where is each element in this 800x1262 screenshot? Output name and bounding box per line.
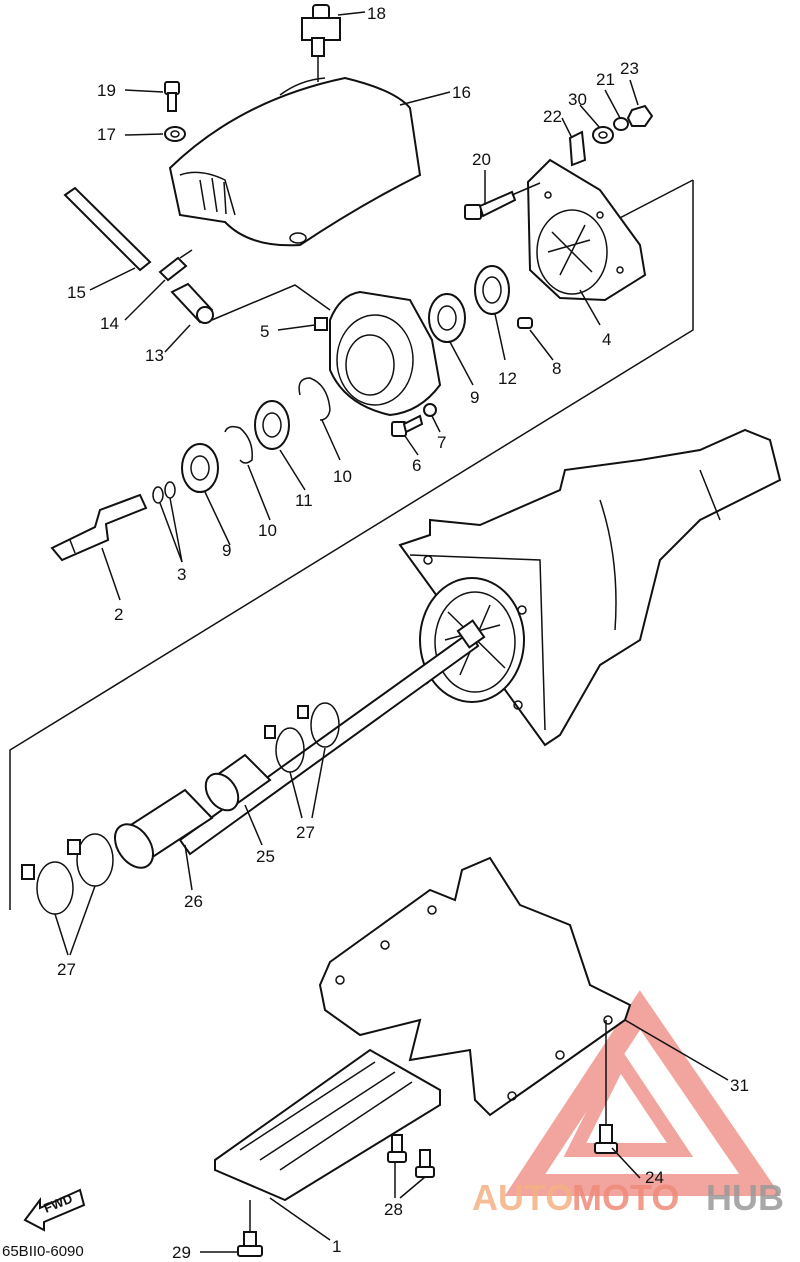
fwd-arrow-icon: FWD [23,1188,86,1232]
callout-22: 22 [543,107,562,126]
callout-27-right: 27 [296,823,315,842]
part-10-circlip-upper [298,377,331,421]
callout-3: 3 [177,565,186,584]
callout-9-upper: 9 [470,388,479,407]
callout-19: 19 [97,81,116,100]
part-20-bolt [464,190,517,220]
part-31-bracket [318,856,632,1117]
callout-20: 20 [472,150,491,169]
callout-12: 12 [498,369,517,388]
part-12-seal [474,265,510,315]
part-19-bolt [164,81,180,112]
callout-13: 13 [145,346,164,365]
part-8-pin [517,317,533,329]
callout-11: 11 [295,491,313,510]
part-16-cover [168,76,422,247]
callout-29: 29 [172,1243,191,1262]
part-30-washer [592,126,614,144]
part-22-bracket [568,130,587,167]
part-21-washer [613,117,629,131]
part-11-bearing [254,400,290,450]
callout-18: 18 [367,4,386,23]
assembly-frame-lines [9,179,694,910]
callout-30: 30 [568,90,587,109]
wordmark-hub: HUB [706,1177,784,1218]
part-6-bolt [391,414,424,437]
callout-4: 4 [602,330,611,349]
callout-31: 31 [730,1076,749,1095]
part-9-bearing-lower [181,443,219,493]
part-3-o-rings [152,481,176,504]
part-code: 65BII0-6090 [2,1243,84,1260]
callout-16: 16 [452,83,471,102]
automotohub-wordmark: AUTO MOTO HUB [472,1177,784,1218]
callout-1: 1 [332,1237,341,1256]
pump-body-main [398,428,782,747]
drive-shaft [178,619,486,856]
callout-9-lower: 9 [222,541,231,560]
part-25-coupling [204,753,272,812]
callout-2: 2 [114,605,123,624]
part-14-clip [158,249,193,282]
part-17-washer [164,126,186,142]
callout-15: 15 [67,283,86,302]
callout-10-lower: 10 [258,521,277,540]
part-29-bolt [237,1231,263,1257]
wordmark-moto: MOTO [572,1177,679,1218]
part-5-bearing-housing [314,290,442,417]
callout-17: 17 [97,125,116,144]
callout-26: 26 [184,892,203,911]
part-13-fitting [170,282,214,324]
part-24-bolt [594,1020,618,1154]
wordmark-auto: AUTO [472,1177,573,1218]
callout-6: 6 [412,456,421,475]
part-28-bolts [387,1134,435,1178]
callout-23: 23 [620,59,639,78]
part-23-nut [626,104,654,127]
part-2-shaft [50,493,148,562]
part-10-circlip-lower [224,425,253,464]
part-1-intake-grate [214,1048,441,1235]
callout-14: 14 [100,314,119,333]
callout-8: 8 [552,359,561,378]
callout-28: 28 [384,1200,403,1219]
callout-21: 21 [596,70,615,89]
part-4-housing [526,158,647,302]
part-15-hose [63,186,152,272]
part-7-washer [423,403,437,417]
part-26-sleeve [113,788,214,869]
callout-27-left: 27 [57,960,76,979]
part-27-clamps-left [21,833,114,915]
callout-5: 5 [260,322,269,341]
part-9-bearing-upper [428,293,466,343]
callout-10-upper: 10 [333,467,352,486]
callout-25: 25 [256,847,275,866]
callout-labels: 18 19 17 16 15 14 13 5 20 22 30 21 23 4 … [57,4,749,1262]
automotohub-logo-watermark [504,990,781,1196]
part-18-fitting [301,4,341,82]
callout-24: 24 [645,1168,664,1187]
leader-lines [54,11,729,1253]
callout-7: 7 [437,433,446,452]
